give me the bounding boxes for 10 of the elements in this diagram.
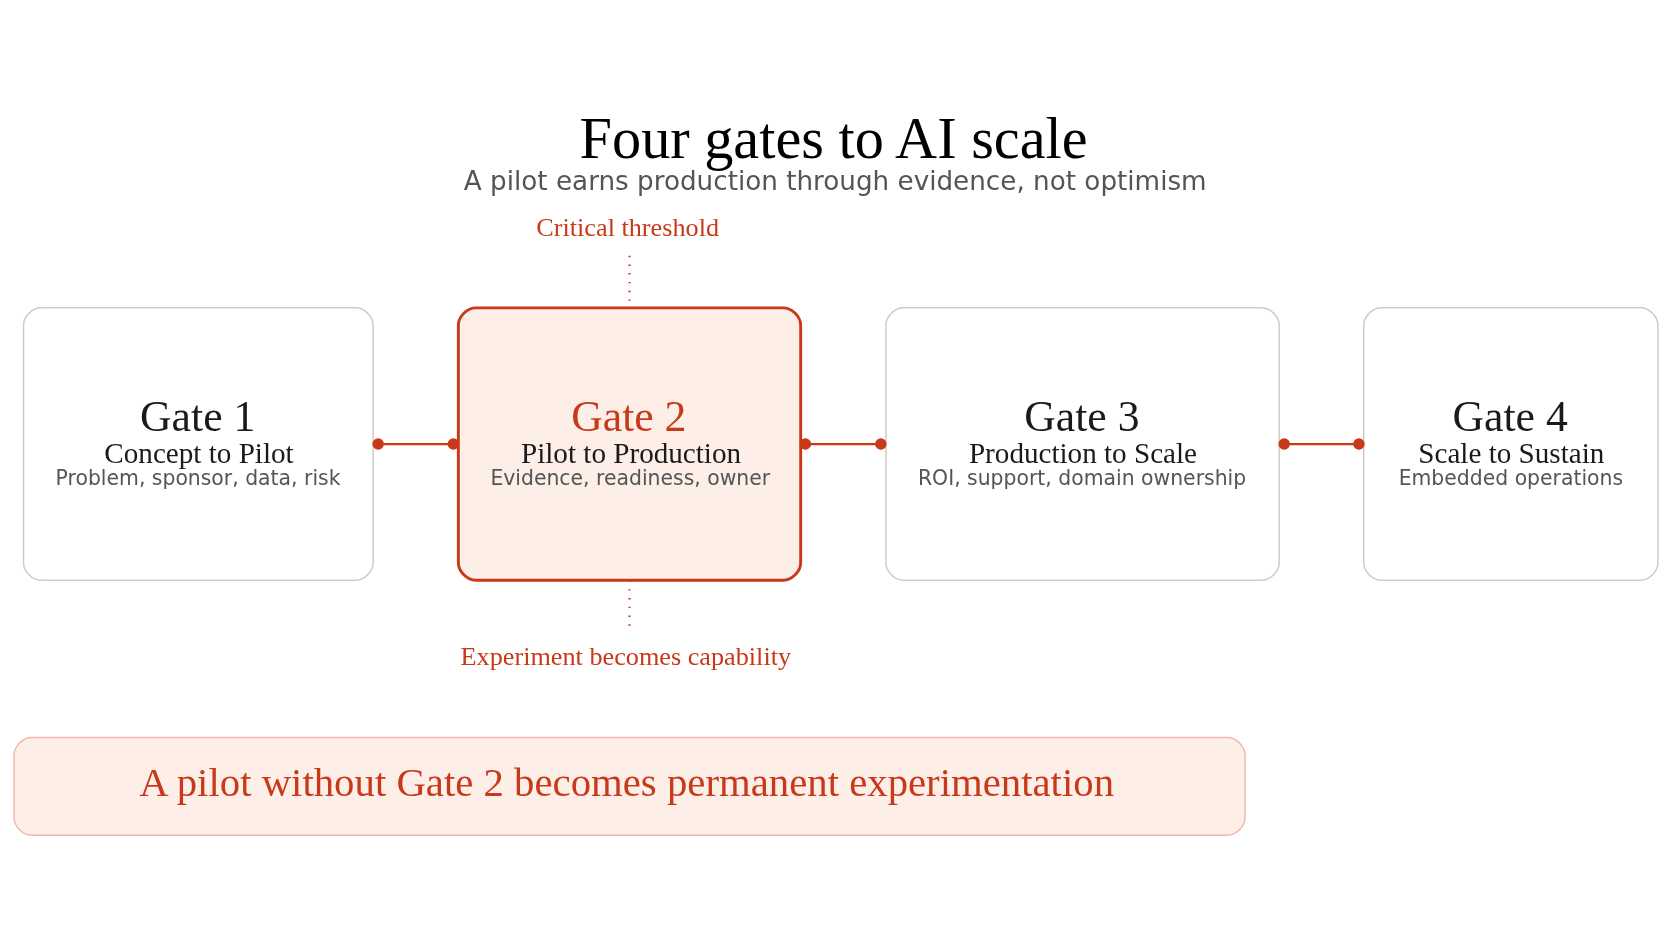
node-box: Gate 2 Pilot to Production Evidence, readiness, owner [456, 305, 803, 582]
node-box: Gate 4 Scale to Sustain Embedded operations [1362, 306, 1659, 581]
node-box: Gate 1 Concept to Pilot Problem, sponsor, data, risk [22, 306, 374, 581]
node-text: Experiment becomes capability [460, 641, 792, 671]
node-box: A pilot without Gate 2 becomes permanent experimentation [13, 736, 1246, 836]
connector [1278, 437, 1365, 450]
node-text: Critical threshold [536, 212, 720, 242]
connector [372, 437, 460, 450]
node-box: Gate 3 Production to Scale ROI, support, domain ownership [885, 306, 1280, 581]
connector [799, 437, 887, 450]
